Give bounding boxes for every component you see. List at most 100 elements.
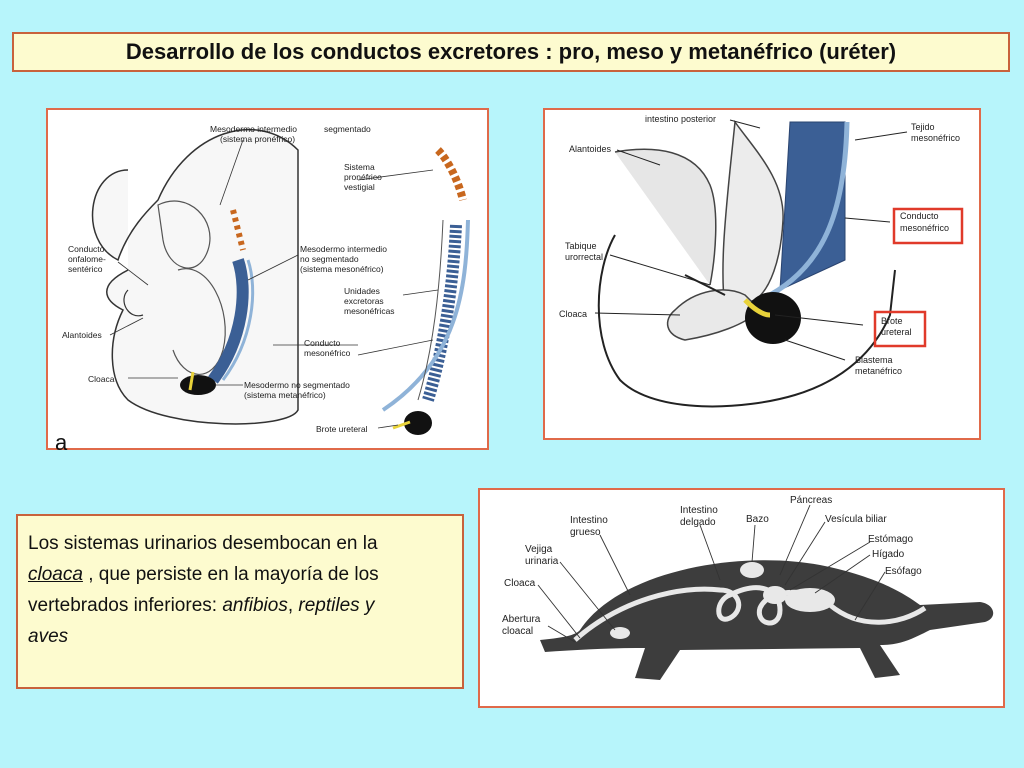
- label-mesodermo-intermedio: Mesodermo intermedio: [210, 124, 297, 134]
- label-abertura-1: Abertura: [502, 614, 541, 625]
- label-cloaca: Cloaca: [88, 374, 115, 384]
- text-line-3a: vertebrados inferiores:: [28, 595, 223, 616]
- leader-lines-b: [594, 119, 908, 361]
- label-esofago: Esófago: [885, 566, 922, 577]
- duct-outline: [417, 219, 444, 401]
- label-estomago: Estómago: [868, 534, 913, 545]
- mesonephric-tissue: [779, 121, 846, 291]
- text-line-1: Los sistemas urinarios desembocan en la: [28, 533, 378, 554]
- label-cloaca-b: Cloaca: [559, 309, 587, 319]
- highlight-brote-ureteral: [873, 310, 927, 348]
- label-blastema: Blastema: [855, 355, 893, 365]
- label-conducto-onfalomesenterico: Conducto: [68, 244, 105, 254]
- slide-title: Desarrollo de los conductos excretores :…: [12, 32, 1010, 72]
- label-pancreas: Páncreas: [790, 495, 832, 506]
- text-comma: ,: [287, 595, 299, 616]
- leader-lines: [109, 139, 439, 429]
- turtle-diagram-panel: Intestino grueso Intestino delgado Bazo …: [478, 488, 1005, 708]
- label-unidades: Unidades: [344, 286, 380, 296]
- cloaca-diagram-panel: intestino posterior Alantoides Tejido me…: [543, 108, 981, 440]
- label-excretoras: excretoras: [344, 296, 384, 306]
- text-line-3: vertebrados inferiores: anfibios, reptil…: [28, 590, 452, 621]
- label-conducto-meso-2: mesonéfrico: [304, 348, 351, 358]
- ureteric-bud-right: [392, 420, 411, 430]
- urorectal-septum: [684, 274, 726, 296]
- label-urorrectal: urorrectal: [565, 252, 603, 262]
- pronephric-units-vestigial: [435, 147, 467, 202]
- label-tabique: Tabique: [565, 241, 597, 251]
- body-outline: [597, 234, 896, 408]
- neural-tube-outline: [157, 200, 211, 269]
- label-metanefrico: metanéfrico: [855, 366, 902, 376]
- turtle-anatomy-diagram: Intestino grueso Intestino delgado Bazo …: [502, 495, 994, 680]
- metanephric-blastema: [180, 375, 216, 395]
- term-reptiles: reptiles y: [298, 595, 375, 616]
- mesonephric-duct-right: [381, 219, 470, 412]
- embryo-diagram: Mesodermo intermedio segmentado (sistema…: [62, 124, 470, 435]
- ureteric-bud: [188, 371, 195, 391]
- label-meso-ns-1: Mesodermo no segmentado: [244, 380, 350, 390]
- hindgut: [722, 119, 784, 312]
- metanephric-blastema-b: [745, 292, 801, 344]
- label-alantoides: Alantoides: [62, 330, 102, 340]
- stomach: [763, 586, 787, 604]
- embryo-outline: [91, 128, 299, 425]
- leader-lines-c: [537, 504, 886, 643]
- label-alantoides-b: Alantoides: [569, 144, 612, 154]
- highlight-conducto-mesonefrico: [892, 207, 964, 245]
- label-pronefrico: pronéfrico: [344, 172, 382, 182]
- label-tejido: Tejido: [911, 122, 935, 132]
- label-intestino-delgado-2: delgado: [680, 517, 716, 528]
- liver: [785, 588, 835, 612]
- text-line-2: cloaca , que persiste en la mayoría de l…: [28, 559, 452, 590]
- mesonephric-duct-b: [758, 121, 850, 303]
- label-mesonefrico: mesonéfrico: [911, 133, 960, 143]
- mesonephric-units: [422, 224, 462, 402]
- panel-letter-a: a: [55, 430, 68, 455]
- label-meso-int-ns-2: no segmentado: [300, 254, 359, 264]
- ureteric-bud-b: [743, 298, 771, 318]
- label-conducto-meso-1: Conducto: [304, 338, 341, 348]
- label-brote-ureteral: Brote ureteral: [316, 424, 368, 434]
- text-line-2-rest: , que persiste en la mayoría de los: [82, 564, 379, 585]
- label-meso-ns-2: (sistema metanéfrico): [244, 390, 326, 400]
- label-sistema: Sistema: [344, 162, 375, 172]
- label-higado: Hígado: [872, 549, 905, 560]
- term-aves: aves: [28, 626, 69, 647]
- pronephros-segments: [230, 209, 246, 251]
- label-vejiga-2: urinaria: [525, 556, 559, 567]
- cloaca-mass: [666, 289, 762, 341]
- label-vejiga-1: Vejiga: [525, 544, 553, 555]
- label-intestino-grueso-1: Intestino: [570, 515, 608, 526]
- label-brote-b1: Brote: [881, 316, 903, 326]
- term-anfibios: anfibios: [222, 595, 288, 616]
- label-onfalome: onfalome-: [68, 254, 106, 264]
- mesonephric-duct: [221, 259, 255, 381]
- label-vesicula-biliar: Vesícula biliar: [825, 514, 887, 525]
- label-conducto-b1: Conducto: [900, 211, 939, 221]
- label-sistema-pronefrico: (sistema pronéfrico): [220, 134, 295, 144]
- bladder: [610, 627, 630, 639]
- mesonephros-band: [208, 258, 249, 384]
- allantois-shape: [614, 148, 717, 286]
- label-meso-int-ns-3: (sistema mesonéfrico): [300, 264, 384, 274]
- label-senterico: sentérico: [68, 264, 103, 274]
- label-intestino-delgado-1: Intestino: [680, 505, 718, 516]
- label-abertura-2: cloacal: [502, 626, 533, 637]
- gut-outline: [172, 268, 226, 375]
- label-conducto-b2: mesonéfrico: [900, 223, 949, 233]
- cloaca-diagram: intestino posterior Alantoides Tejido me…: [559, 114, 964, 408]
- term-cloaca: cloaca: [28, 564, 83, 585]
- label-mesonefricas: mesonéfricas: [344, 306, 395, 316]
- metanephric-mass-right: [404, 411, 432, 435]
- explanation-textbox: Los sistemas urinarios desembocan en la …: [16, 514, 464, 689]
- label-brote-b2: ureteral: [881, 327, 912, 337]
- label-segmentado: segmentado: [324, 124, 371, 134]
- label-cloaca-c: Cloaca: [504, 578, 536, 589]
- label-intestino-posterior: intestino posterior: [645, 114, 716, 124]
- label-bazo: Bazo: [746, 514, 769, 525]
- label-intestino-grueso-2: grueso: [570, 527, 601, 538]
- allantois: [123, 289, 144, 317]
- label-vestigial: vestigial: [344, 182, 375, 192]
- embryo-diagram-panel: Mesodermo intermedio segmentado (sistema…: [46, 108, 489, 450]
